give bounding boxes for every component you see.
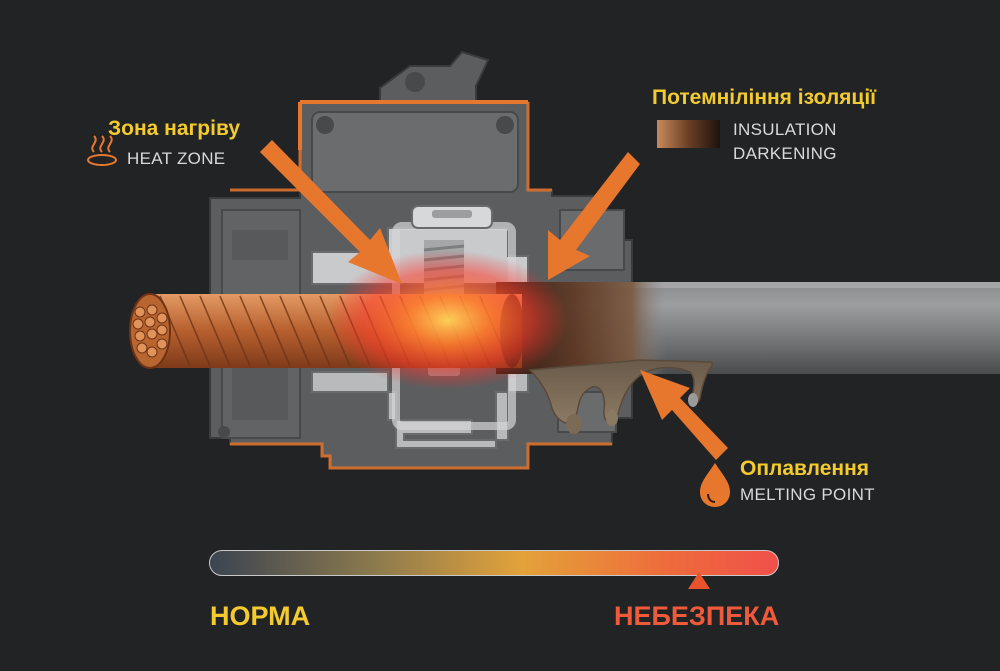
darkening-label-en-line1: INSULATION: [733, 120, 837, 139]
darkening-label-ua: Потемніління ізоляції: [652, 86, 877, 109]
heat-waves-icon: [87, 135, 117, 166]
heat-zone-label-en: HEAT ZONE: [127, 149, 226, 168]
darkening-arrow: [548, 152, 640, 280]
scale-label-normal: НОРМА: [210, 601, 311, 631]
darkening-label-en-line2: DARKENING: [733, 144, 837, 163]
melting-label-ua: Оплавлення: [740, 457, 870, 480]
danger-scale-bar: [209, 550, 779, 576]
darkening-gradient-swatch: [657, 120, 720, 148]
drop-icon: [700, 463, 730, 507]
heat-glow: [328, 250, 568, 390]
scale-label-danger: НЕБЕЗПЕКА: [614, 601, 780, 631]
melting-arrow: [640, 370, 728, 460]
scale-marker-triangle: [688, 572, 711, 589]
callout-arrows: [260, 140, 728, 460]
heat-zone-arrow: [260, 140, 402, 284]
cable-insulation: [496, 282, 1000, 434]
heat-zone-label-ua: Зона нагріву: [108, 117, 241, 140]
melting-label-en: MELTING POINT: [740, 485, 875, 504]
